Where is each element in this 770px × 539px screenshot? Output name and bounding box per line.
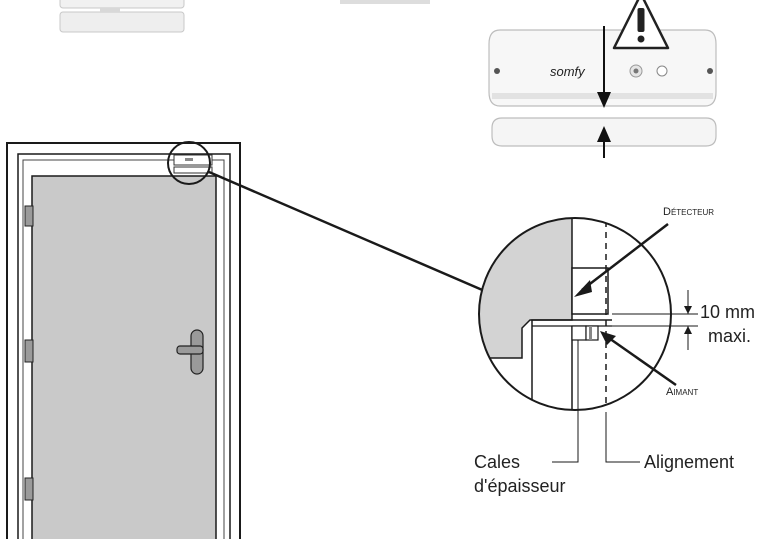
detector-arrowhead	[574, 280, 592, 297]
shims-callout-line	[552, 340, 579, 463]
sensor-top-left-cropped	[59, 0, 185, 33]
cropped-text-fragment	[340, 0, 430, 4]
door-illustration	[6, 142, 241, 539]
detector-arrow	[581, 223, 669, 291]
gap-dimension	[612, 290, 698, 350]
alignment-callout-line	[605, 412, 640, 463]
zoom-indicator-small	[167, 141, 211, 185]
warning-triangle-icon	[612, 0, 670, 50]
magnet-label: Aimant	[666, 386, 698, 398]
magnet-arrow	[605, 334, 677, 387]
shims-label-line1: Cales	[474, 452, 520, 472]
detector-label: Détecteur	[663, 206, 714, 218]
alignment-label: Alignement	[644, 452, 734, 472]
brand-logo: somfy	[550, 64, 586, 79]
magnet-arrowhead	[600, 331, 616, 345]
gap-value-label: 10 mm	[700, 302, 755, 322]
zoom-leader-line	[208, 170, 488, 294]
gap-max-label: maxi.	[708, 326, 751, 346]
shims-label-line2: d'épaisseur	[474, 476, 566, 496]
sensor-product-illustration: somfy	[488, 26, 717, 158]
detail-zoom-view	[478, 217, 672, 411]
